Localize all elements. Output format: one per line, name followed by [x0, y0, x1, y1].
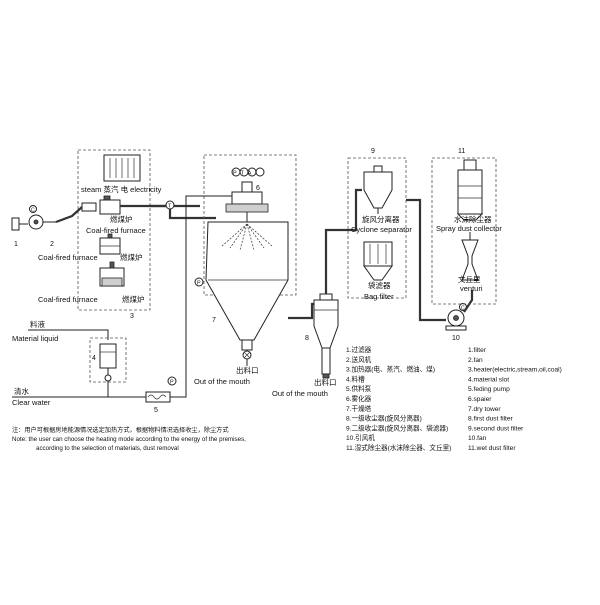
legend-item-en: 9.second dust filter — [468, 425, 524, 432]
gauge-p-tower: P — [194, 277, 204, 287]
legend-item-cn: 11.湿式除尘器(水沫除尘器、文丘里) — [346, 443, 451, 452]
legend-item-cn: 3.加热器(电、蒸汽、燃油、煤) — [346, 365, 435, 374]
cyclone-first-dust-filter-8 — [313, 293, 339, 379]
gauge-p-pump: P — [167, 376, 177, 386]
cyclone-outlet-en: Out of the mouth — [272, 389, 328, 398]
coal-furnace-2-en: Coal-fired furnace — [38, 253, 98, 262]
label-num-9: 9 — [371, 148, 375, 155]
second-filter-boundary — [347, 157, 407, 299]
legend-item-cn: 7.干燥塔 — [346, 404, 372, 413]
bag-filter — [363, 241, 393, 281]
legend-item-cn: 6.雾化器 — [346, 394, 372, 403]
legend-item-en: 5.feding pump — [468, 386, 510, 393]
instrument-panel-ptai: PTAI — [231, 167, 265, 177]
legend-item-cn: 10.引风机 — [346, 433, 375, 442]
steam-electricity-label: steam 蒸汽 电 electricity — [81, 184, 162, 194]
label-num-10: 10 — [452, 335, 460, 342]
label-num-7: 7 — [212, 317, 216, 324]
legend-item-cn: 8.一级收尘器(旋风分离器) — [346, 414, 422, 423]
coal-furnace-2 — [99, 233, 121, 255]
legend-item-en: 11.wet dust filter — [468, 445, 516, 452]
svg-text:C: C — [31, 208, 35, 214]
filter-1 — [11, 217, 28, 231]
note-cn: 注：用户可根据房地能源情况选定加热方式，根据物料情况选择收尘，除尘方式 — [12, 426, 229, 434]
label-num-1: 1 — [14, 241, 18, 248]
material-liquid-cn: 料液 — [30, 319, 45, 329]
svg-text:C: C — [461, 306, 465, 312]
label-num-2: 2 — [50, 241, 54, 248]
legend-item-en: 2.fan — [468, 357, 483, 364]
legend-item-cn: 4.料槽 — [346, 374, 365, 383]
label-num-5: 5 — [154, 407, 158, 414]
clear-water-cn: 清水 — [14, 386, 29, 396]
coal-furnace-3 — [99, 261, 125, 287]
note-en-1: Note: the user can choose the heating mo… — [12, 436, 246, 443]
svg-text:PTAI: PTAI — [233, 171, 261, 177]
induced-fan-10 — [445, 309, 467, 331]
label-num-11: 11 — [458, 148, 465, 155]
cyclone-outlet-cn: 出料口 — [314, 377, 337, 387]
svg-text:T: T — [168, 204, 172, 210]
gauge-c: C — [29, 205, 37, 214]
clear-water-en: Clear water — [12, 398, 51, 407]
coal-furnace-3-cn: 燃煤炉 — [122, 294, 145, 304]
legend-item-en: 7.dry tower — [468, 406, 501, 413]
cyclone-separator-cn: 旋风分离器 — [362, 214, 400, 224]
legend-item-en: 4.material slot — [468, 376, 509, 383]
legend-item-en: 10.fan — [468, 435, 487, 442]
legend-cn: 1.过滤器2.送风机3.加热器(电、蒸汽、燃油、煤)4.料槽5.供料泵6.雾化器… — [346, 345, 451, 452]
feeding-pump-5 — [145, 391, 171, 403]
venturi — [461, 232, 479, 281]
coal-furnace-1-cn: 燃煤炉 — [110, 214, 133, 224]
label-num-6: 6 — [256, 185, 260, 192]
coal-furnace-2-cn: 燃煤炉 — [120, 252, 143, 262]
cyclone-separator-en: Cyclone separator — [351, 225, 412, 234]
legend-en: 1.filter 2.fan 3.heater(electric,stream,oi… — [468, 347, 562, 452]
bag-filter-cn: 袋滤器 — [368, 280, 391, 290]
coal-furnace-1 — [81, 195, 121, 215]
legend-item-en: 3.heater(electric,stream,oil,coal) — [468, 367, 562, 374]
spray-collector-cn: 水沫除尘器 — [454, 214, 492, 224]
spray-collector-en: Spray dust collector — [436, 224, 502, 233]
material-liquid-en: Material liquid — [12, 334, 58, 343]
dry-tower-7 — [205, 221, 289, 366]
electric-heater — [103, 154, 141, 182]
legend-item-cn: 9.二级收尘器(旋风分离器、袋滤器) — [346, 423, 448, 432]
legend-item-en: 6.spaier — [468, 396, 492, 403]
venturi-cn: 文丘里 — [458, 274, 481, 284]
legend-item-en: 8.first dust filter — [468, 416, 514, 423]
cyclone-separator — [363, 165, 393, 214]
legend-item-cn: 1.过滤器 — [346, 345, 372, 354]
spray-dust-collector — [456, 159, 484, 221]
legend-item-cn: 2.送风机 — [346, 355, 372, 364]
wet-filter-boundary — [431, 157, 497, 305]
tower-outlet-en: Out of the mouth — [194, 377, 250, 386]
tower-outlet-cn: 出料口 — [236, 365, 259, 375]
svg-text:P: P — [197, 281, 201, 287]
material-tank-4 — [89, 337, 127, 388]
fan-2 — [28, 214, 56, 230]
atomizer-6 — [225, 181, 269, 222]
label-num-3: 3 — [130, 313, 134, 320]
label-num-8: 8 — [305, 335, 309, 342]
note-en-2: according to the selection of materials,… — [36, 445, 179, 452]
coal-furnace-3-en: Coal-fired furnace — [38, 295, 98, 304]
label-num-4: 4 — [92, 355, 96, 362]
svg-text:P: P — [170, 380, 174, 386]
venturi-en: venturi — [460, 284, 483, 293]
legend-item-en: 1.filter — [468, 347, 487, 354]
coal-furnace-1-en: Coal-fired furnace — [86, 226, 146, 235]
legend-item-cn: 5.供料泵 — [346, 384, 372, 393]
gauge-t: T — [165, 200, 175, 210]
heater-group-boundary — [77, 149, 151, 311]
bag-filter-en: Bag filter — [364, 292, 394, 301]
